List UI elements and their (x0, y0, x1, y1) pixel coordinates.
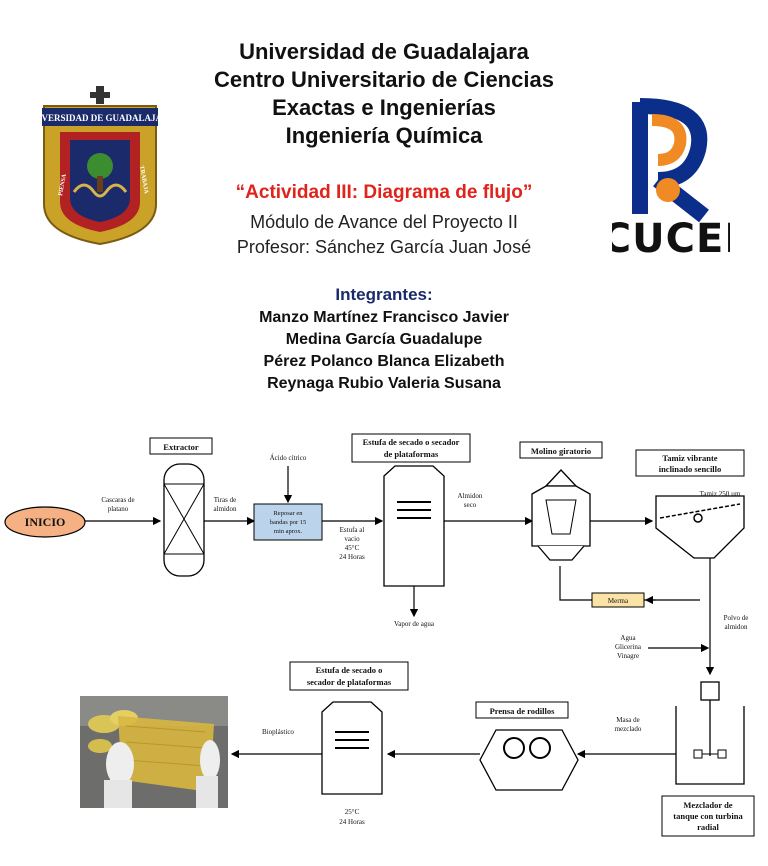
additive-2: Glicerina (615, 643, 642, 651)
powder-label-1: Polvo de (724, 614, 749, 622)
udg-shield-logo: UNIVERSIDAD DE GUADALAJARA PIENSA TRABAJ… (38, 86, 162, 246)
member-2: Medina García Guadalupe (285, 331, 483, 348)
rest-label-2: bandas por 15 (270, 519, 306, 526)
cucei-emblem-icon (632, 98, 709, 223)
press-title: Prensa de rodillos (490, 706, 556, 716)
citric-acid-label: Ácido cítrico (270, 454, 307, 462)
mixer-title-1: Mezclador de (683, 800, 732, 810)
dough-label-2: mezclado (615, 725, 642, 733)
shield-motto-left: PIENSA (58, 173, 68, 196)
header-line-4: Ingeniería Química (285, 123, 483, 148)
rest-label-1: Reposar en (273, 510, 303, 517)
dry-cond-3: 45°C (345, 544, 360, 552)
extractor-title: Extractor (163, 442, 199, 452)
strips-label-1: Tiras de (214, 496, 237, 504)
member-3: Pérez Polanco Blanca Elizabeth (263, 353, 505, 370)
header-line-2: Centro Universitario de Ciencias (214, 67, 554, 92)
shield-cross-icon (90, 86, 110, 104)
bioplastic-label: Bioplástico (262, 728, 294, 736)
additive-3: Vinagre (617, 652, 639, 660)
process-flow-diagram: INICIO Cascaras de platano Extractor Tir… (4, 433, 755, 837)
members-title: Integrantes: (335, 285, 433, 304)
dryer1-title-2: de plataformas (384, 449, 439, 459)
university-header: Universidad de Guadalajara Centro Univer… (0, 38, 768, 150)
sieve-title-1: Tamiz vibrante (662, 453, 717, 463)
strips-label-2: almidon (214, 505, 237, 513)
final-cond-1: 25°C (345, 808, 360, 816)
fines-label: Merma (608, 597, 629, 605)
dry-cond-2: vacio (344, 535, 360, 543)
professor-line: Profesor: Sánchez García Juan José (236, 237, 532, 257)
mill-title: Molino giratorio (531, 446, 591, 456)
start-node: INICIO (4, 506, 86, 538)
vapor-label: Vapor de agua (394, 620, 435, 628)
mixer-equipment (675, 681, 745, 785)
dryer2-title-2: secador de plataformas (307, 677, 392, 687)
member-1: Manzo Martínez Francisco Javier (259, 309, 509, 326)
mixer-title-2: tanque con turbina (673, 811, 743, 821)
sieve-size-label: Tamiz 250 µm (700, 490, 741, 498)
starch-dry-label-2: seco (464, 501, 477, 509)
shield-motto-right: TRABAJA (138, 165, 149, 195)
mill-equipment (531, 469, 591, 561)
extractor-equipment (163, 463, 205, 577)
shield-name: UNIVERSIDAD DE GUADALAJARA (38, 113, 162, 123)
starch-dry-label-1: Almidon (458, 492, 483, 500)
dryer1-title-1: Estufa de secado o secador (363, 437, 460, 447)
bioplastic-photo (80, 696, 228, 808)
start-label: INICIO (25, 515, 66, 529)
final-cond-2: 24 Horas (339, 818, 365, 826)
mixer-title-3: radial (697, 822, 719, 832)
rest-label-3: min aprox. (274, 528, 303, 535)
sieve-equipment (655, 495, 745, 559)
course-info: Módulo de Avance del Proyecto II Profeso… (0, 210, 768, 260)
sieve-title-2: inclinado sencillo (659, 464, 722, 474)
dryer1-equipment (383, 465, 445, 587)
members-list: Manzo Martínez Francisco Javier Medina G… (0, 307, 768, 395)
module-line: Módulo de Avance del Proyecto II (250, 212, 518, 232)
member-4: Reynaga Rubio Valeria Susana (267, 375, 501, 392)
dough-label-1: Masa de (616, 716, 640, 724)
activity-title: “Actividad III: Diagrama de flujo” (235, 182, 533, 203)
powder-label-2: almidon (725, 623, 748, 631)
peel-label-1: Cascaras de (101, 496, 134, 504)
tree-icon (87, 153, 113, 192)
peel-label-2: platano (108, 505, 129, 513)
header-line-1: Universidad de Guadalajara (239, 39, 529, 64)
fines-box: Merma (591, 592, 645, 608)
dryer2-equipment (321, 701, 383, 795)
rest-process-box: Reposar en bandas por 15 min aprox. (253, 503, 323, 541)
additive-1: Agua (620, 634, 636, 642)
header-line-3: Exactas e Ingenierías (272, 95, 496, 120)
dry-cond-4: 24 Horas (339, 553, 365, 561)
press-equipment (479, 729, 579, 791)
dryer2-title-1: Estufa de secado o (316, 665, 383, 675)
dry-cond-1: Estufa al (340, 526, 365, 534)
